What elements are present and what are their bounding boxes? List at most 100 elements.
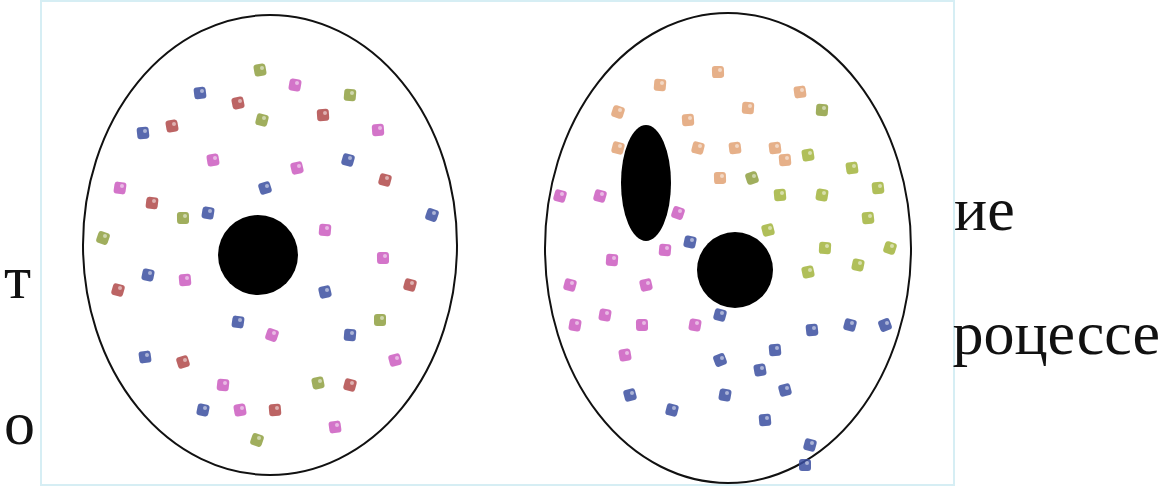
chromosome-speckle bbox=[752, 174, 756, 178]
chromosome-speckle bbox=[223, 381, 227, 385]
chromosome bbox=[803, 438, 818, 453]
chromosome bbox=[598, 308, 612, 322]
chromosome bbox=[343, 88, 356, 101]
chromosome bbox=[111, 283, 126, 298]
chromosome bbox=[843, 318, 858, 333]
chromosome-speckle bbox=[850, 321, 854, 325]
text-fragment: т bbox=[4, 246, 31, 308]
chromosome bbox=[753, 363, 767, 377]
chromosome bbox=[712, 352, 727, 367]
chromosome bbox=[758, 413, 771, 426]
chromosome bbox=[718, 388, 732, 402]
chromosome-speckle bbox=[852, 164, 856, 168]
chromosome bbox=[553, 189, 568, 204]
chromosome-speckle bbox=[612, 256, 616, 260]
chromosome bbox=[658, 243, 671, 256]
chromosome-speckle bbox=[103, 234, 107, 238]
chromosome-speckle bbox=[748, 104, 752, 108]
chromosome-speckle bbox=[780, 191, 784, 195]
chromosome-speckle bbox=[618, 108, 622, 112]
chromosome bbox=[255, 113, 270, 128]
chromosome-speckle bbox=[775, 346, 779, 350]
chromosome-speckle bbox=[272, 331, 276, 335]
chromosome bbox=[372, 124, 385, 137]
chromosome bbox=[793, 85, 807, 99]
chromosome-speckle bbox=[768, 226, 772, 230]
chromosome bbox=[253, 63, 267, 77]
chromosome bbox=[216, 378, 229, 391]
chromosome-speckle bbox=[275, 406, 279, 410]
chromosome-speckle bbox=[890, 244, 894, 248]
chromosome bbox=[288, 78, 302, 92]
chromosome-speckle bbox=[822, 106, 826, 110]
chromosome bbox=[606, 254, 619, 267]
chromosome-speckle bbox=[172, 122, 176, 126]
chromosome bbox=[176, 355, 191, 370]
chromosome bbox=[670, 205, 685, 220]
chromosome-speckle bbox=[238, 318, 242, 322]
chromosome-speckle bbox=[143, 129, 147, 133]
chromosome-speckle bbox=[240, 406, 244, 410]
chromosome bbox=[136, 126, 149, 139]
chromosome-speckle bbox=[208, 209, 212, 213]
chromosome bbox=[801, 148, 815, 162]
chromosome-speckle bbox=[822, 191, 826, 195]
chromosome bbox=[744, 170, 759, 185]
chromosome-speckle bbox=[690, 238, 694, 242]
chromosome-speckle bbox=[148, 271, 152, 275]
chromosome bbox=[713, 308, 728, 323]
chromosome-speckle bbox=[395, 356, 399, 360]
chromosome-speckle bbox=[812, 326, 816, 330]
chromosome-speckle bbox=[720, 356, 724, 360]
chromosome bbox=[801, 265, 815, 279]
chromosome-speckle bbox=[350, 381, 354, 385]
chromosome bbox=[318, 223, 331, 236]
chromosome-speckle bbox=[618, 144, 622, 148]
chromosome bbox=[231, 315, 245, 329]
chromosome bbox=[882, 240, 897, 255]
chromosome-speckle bbox=[805, 461, 809, 465]
chromosome bbox=[249, 432, 264, 447]
chromosome bbox=[768, 141, 781, 154]
chromosome-speckle bbox=[660, 81, 664, 85]
chromosome bbox=[318, 285, 332, 299]
cell-outline bbox=[545, 13, 911, 483]
chromosome-speckle bbox=[570, 281, 574, 285]
chromosome-speckle bbox=[410, 281, 414, 285]
chromosome bbox=[728, 141, 741, 154]
chromosome-speckle bbox=[560, 192, 564, 196]
chromosome bbox=[374, 314, 386, 326]
chromosome bbox=[377, 252, 389, 264]
chromosome-speckle bbox=[120, 184, 124, 188]
chromosome-speckle bbox=[183, 358, 187, 362]
chromosome-speckle bbox=[785, 386, 789, 390]
chromosome-speckle bbox=[678, 209, 682, 213]
chromosome bbox=[871, 181, 884, 194]
chromosome-speckle bbox=[297, 164, 301, 168]
chromosome bbox=[201, 206, 215, 220]
chromosome-speckle bbox=[383, 254, 387, 258]
text-fragment: о bbox=[4, 392, 35, 454]
chromosome bbox=[611, 141, 626, 156]
chromosome-speckle bbox=[642, 321, 646, 325]
chromosome-speckle bbox=[785, 156, 789, 160]
chromosome bbox=[636, 319, 648, 331]
chromosome bbox=[113, 181, 127, 195]
chromosome-speckle bbox=[200, 89, 204, 93]
chromosome-speckle bbox=[605, 311, 609, 315]
chromosome bbox=[773, 188, 786, 201]
chromosome-speckle bbox=[718, 68, 722, 72]
chromosome-speckle bbox=[688, 116, 692, 120]
chromosome bbox=[141, 268, 155, 282]
chromosome bbox=[268, 403, 281, 416]
text-fragment: роцессе bbox=[952, 302, 1160, 364]
chromosome-speckle bbox=[323, 111, 327, 115]
chromosome-speckle bbox=[885, 321, 889, 325]
chromosome bbox=[165, 119, 179, 133]
chromosome bbox=[424, 207, 439, 222]
nucleolus bbox=[697, 232, 773, 308]
chromosome bbox=[618, 348, 632, 362]
chromosome bbox=[861, 211, 874, 224]
chromosome bbox=[568, 318, 582, 332]
chromosome-speckle bbox=[720, 174, 724, 178]
